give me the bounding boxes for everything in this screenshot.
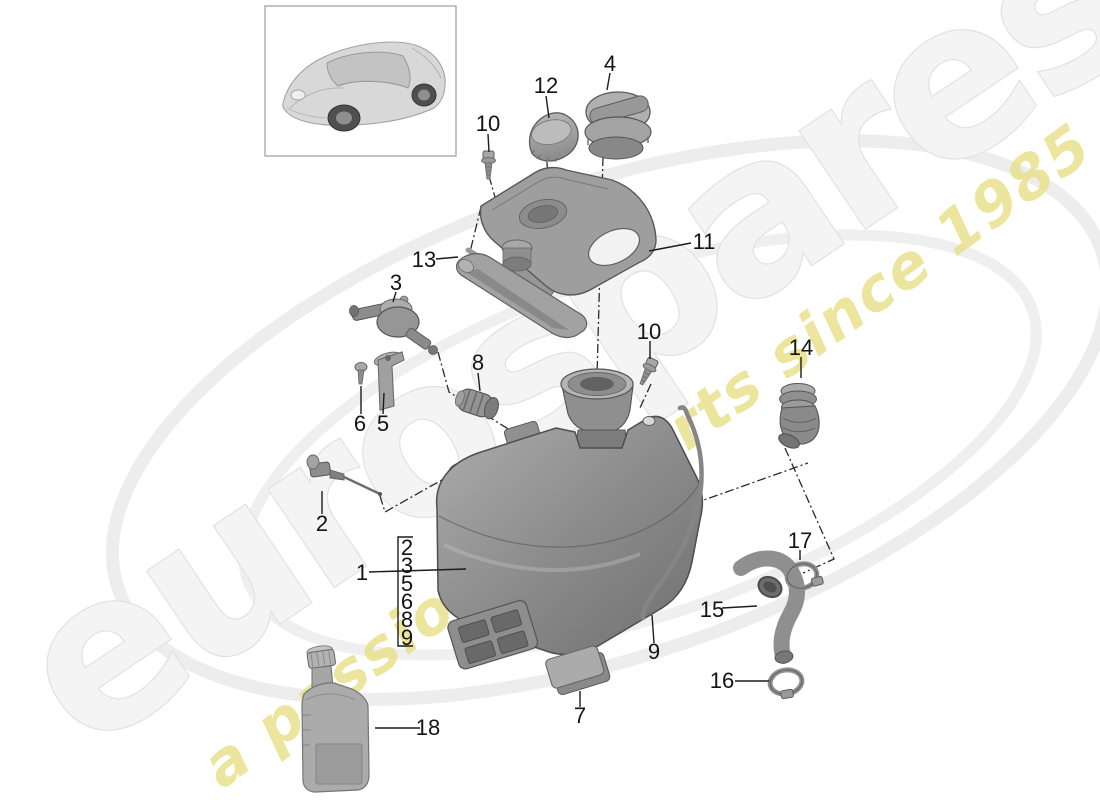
part-11-bracket-tray: [479, 166, 657, 301]
part-3-pump: [349, 295, 438, 355]
part-2-nozzle: [306, 454, 382, 496]
part-5-bracket: [373, 351, 405, 411]
part-15-hose: [733, 550, 805, 664]
part-10b-screw: [639, 356, 659, 386]
part-16-clamp: [767, 667, 805, 700]
part-7-pad: [545, 645, 611, 696]
callout-leader-lines: [321, 72, 802, 729]
part-14-elbow-connector: [778, 383, 820, 449]
car-thumbnail-box: [264, 5, 457, 157]
car-icon: [282, 41, 446, 132]
part-13-trim-strip: [455, 247, 588, 339]
part-18-fluid-bottle: [301, 645, 370, 793]
part-9-drain-tube: [640, 405, 704, 621]
part-10a-screw: [481, 150, 496, 180]
part-1-reservoir-tank: [435, 368, 704, 670]
part-17-clamp: [784, 561, 824, 591]
group-callout-bracket: [397, 536, 413, 647]
part-4-cap: [584, 91, 652, 160]
part-6-screw: [354, 362, 368, 385]
part-12-cap: [528, 112, 579, 163]
part-8-connector: [454, 388, 499, 420]
